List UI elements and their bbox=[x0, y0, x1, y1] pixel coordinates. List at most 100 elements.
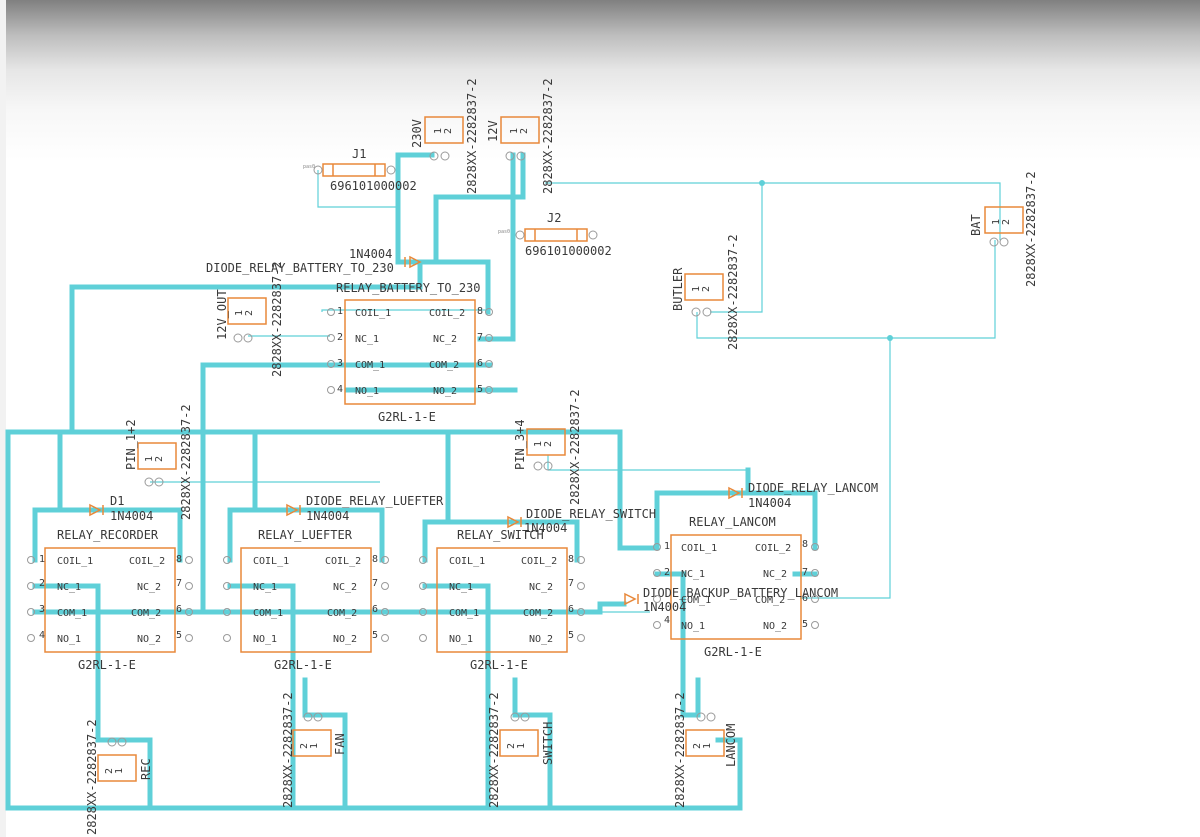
net-lan-com2 bbox=[597, 601, 627, 615]
pin-number: 2 bbox=[39, 578, 45, 589]
diode-backup-battery-lancom[interactable]: DIODE_BACKUP_BATTERY_LANCOM 1N4004 bbox=[624, 586, 838, 614]
diode-relay-switch[interactable]: DIODE_RELAY_SWITCH 1N4004 bbox=[507, 507, 656, 535]
pin-number: 7 bbox=[568, 578, 574, 589]
pin-number: 2 bbox=[1001, 219, 1012, 225]
diode-name: D1 bbox=[110, 494, 124, 508]
pin-stub bbox=[223, 634, 231, 642]
relay-luefter[interactable]: COIL_1 COIL_2 NC_1 NC_2 COM_1 COM_2 NO_1… bbox=[240, 528, 378, 672]
connector-12v-out[interactable]: 1 2 12V_OUT 2828XX-2282837-2 bbox=[215, 261, 284, 377]
connector-label: 12V bbox=[486, 120, 500, 142]
diode-part: 1N4004 bbox=[306, 509, 349, 523]
pin-number: 5 bbox=[568, 630, 574, 641]
connector-label: LANCOM bbox=[724, 724, 738, 767]
pad-label: pas0 bbox=[498, 229, 510, 235]
window-border bbox=[0, 0, 6, 837]
pin-label: NO_2 bbox=[333, 634, 357, 645]
fuse-j1[interactable]: J1 696101000002 pas0 bbox=[303, 147, 417, 193]
pin-label: COM_2 bbox=[327, 608, 357, 619]
connector-fan[interactable]: 2 1 FAN 2828XX-2282837-2 bbox=[281, 692, 347, 808]
connector-part: 2828XX-2282837-2 bbox=[487, 692, 501, 808]
pin-number: 6 bbox=[568, 604, 574, 615]
net-sw-out bbox=[517, 712, 553, 811]
connector-pin-3-4[interactable]: 1 2 PIN_3+4 2828XX-2282837-2 bbox=[513, 389, 582, 505]
net-nc2-230 bbox=[477, 229, 516, 342]
diode-relay-luefter[interactable]: DIODE_RELAY_LUEFTER 1N4004 bbox=[286, 494, 444, 523]
connector-rec[interactable]: 2 1 REC 2828XX-2282837-2 bbox=[85, 719, 153, 835]
pin-label: COM_1 bbox=[449, 608, 479, 619]
connector-part: 2828XX-2282837-2 bbox=[281, 692, 295, 808]
relay-switch[interactable]: COIL_1 COIL_2 NC_1 NC_2 COM_1 COM_2 NO_1… bbox=[436, 528, 574, 672]
pin-stub bbox=[811, 621, 819, 629]
relay-part: G2RL-1-E bbox=[470, 658, 528, 672]
pin-label: NO_1 bbox=[681, 621, 705, 632]
pin-number: 2 bbox=[443, 128, 454, 134]
diode-name: DIODE_RELAY_LANCOM bbox=[748, 481, 878, 495]
pin-number: 2 bbox=[154, 456, 165, 462]
net-rail-top bbox=[69, 259, 491, 435]
connector-butler[interactable]: 1 2 BUTLER 2828XX-2282837-2 bbox=[671, 234, 740, 350]
connector-label: PIN_1+2 bbox=[124, 419, 138, 470]
pin-number: 2 bbox=[104, 768, 115, 774]
connector-230v[interactable]: 1 2 230V 2828XX-2282837-2 bbox=[410, 78, 479, 194]
diode-part: 1N4004 bbox=[643, 600, 686, 614]
pin-label: NO_2 bbox=[137, 634, 161, 645]
pin-number: 6 bbox=[372, 604, 378, 615]
relay-name: RELAY_RECORDER bbox=[57, 528, 159, 542]
pin-number: 1 bbox=[664, 541, 670, 552]
net-outer-loop bbox=[5, 429, 658, 551]
pin-label: COM_2 bbox=[131, 608, 161, 619]
pin-label: COIL_1 bbox=[253, 556, 289, 567]
connector-12v[interactable]: 1 2 12V 2828XX-2282837-2 bbox=[486, 78, 555, 194]
pin-label: COIL_1 bbox=[57, 556, 93, 567]
pin-number: 4 bbox=[39, 630, 45, 641]
diode-battery-to-230[interactable]: 1N4004 DIODE_RELAY_BATTERY_TO_230 bbox=[206, 247, 422, 275]
pin-number: 7 bbox=[176, 578, 182, 589]
pin-stub bbox=[653, 595, 661, 603]
pin-label: NC_2 bbox=[333, 582, 357, 593]
pin-label: COIL_2 bbox=[521, 556, 557, 567]
relay-part: G2RL-1-E bbox=[78, 658, 136, 672]
diode-d1[interactable]: D1 1N4004 bbox=[89, 494, 153, 523]
pin-number: 1 bbox=[309, 743, 320, 749]
pin-number: 5 bbox=[176, 630, 182, 641]
pin-number: 1 bbox=[337, 306, 343, 317]
pin-stub bbox=[185, 634, 193, 642]
connector-lancom[interactable]: 2 1 LANCOM 2828XX-2282837-2 bbox=[673, 692, 738, 808]
pin-label: NO_1 bbox=[253, 634, 277, 645]
pin-stub bbox=[223, 608, 231, 616]
pin-label: COIL_1 bbox=[449, 556, 485, 567]
relay-recorder[interactable]: COIL_1 COIL_2 NC_1 NC_2 COM_1 COM_2 NO_1… bbox=[39, 528, 182, 672]
diode-relay-lancom[interactable]: DIODE_RELAY_LANCOM 1N4004 bbox=[728, 481, 878, 510]
connector-pin-1-2[interactable]: 1 2 PIN_1+2 2828XX-2282837-2 bbox=[124, 404, 193, 520]
pin-stub bbox=[419, 634, 427, 642]
pin-stub bbox=[577, 634, 585, 642]
connector-switch[interactable]: 2 1 SWITCH 2828XX-2282837-2 bbox=[487, 692, 555, 808]
net-rec-coil bbox=[32, 507, 183, 563]
pin-stub bbox=[381, 634, 389, 642]
connector-bat[interactable]: 1 2 BAT 2828XX-2282837-2 bbox=[969, 171, 1038, 287]
fuse-part: 696101000002 bbox=[330, 179, 417, 193]
pin-stub bbox=[577, 582, 585, 590]
connector-part: 2828XX-2282837-2 bbox=[541, 78, 555, 194]
pin-number: 8 bbox=[568, 554, 574, 565]
pin-stub bbox=[485, 386, 493, 394]
pin-label: COIL_2 bbox=[325, 556, 361, 567]
pin-number: 8 bbox=[802, 539, 808, 550]
relay-part: G2RL-1-E bbox=[378, 410, 436, 424]
pin-label: COIL_2 bbox=[755, 543, 791, 554]
wires bbox=[5, 152, 818, 811]
relay-battery-to-230[interactable]: COIL_1 COIL_2 NC_1 NC_2 COM_1 COM_2 NO_1… bbox=[336, 281, 483, 424]
diode-part: 1N4004 bbox=[110, 509, 153, 523]
diode-name: DIODE_RELAY_BATTERY_TO_230 bbox=[206, 261, 394, 275]
pin-stub bbox=[811, 595, 819, 603]
fuse-name: J1 bbox=[352, 147, 366, 161]
relay-lancom[interactable]: COIL_1 COIL_2 NC_1 NC_2 COM_1 COM_2 NO_1… bbox=[664, 515, 808, 659]
pin-stub bbox=[327, 334, 335, 342]
pin-stub bbox=[811, 543, 819, 551]
pin-number: 2 bbox=[519, 128, 530, 134]
connector-label: SWITCH bbox=[541, 722, 555, 765]
pin-number: 1 bbox=[114, 768, 125, 774]
diode-name: DIODE_BACKUP_BATTERY_LANCOM bbox=[643, 586, 838, 600]
fuse-j2[interactable]: J2 696101000002 pas0 bbox=[498, 211, 612, 258]
